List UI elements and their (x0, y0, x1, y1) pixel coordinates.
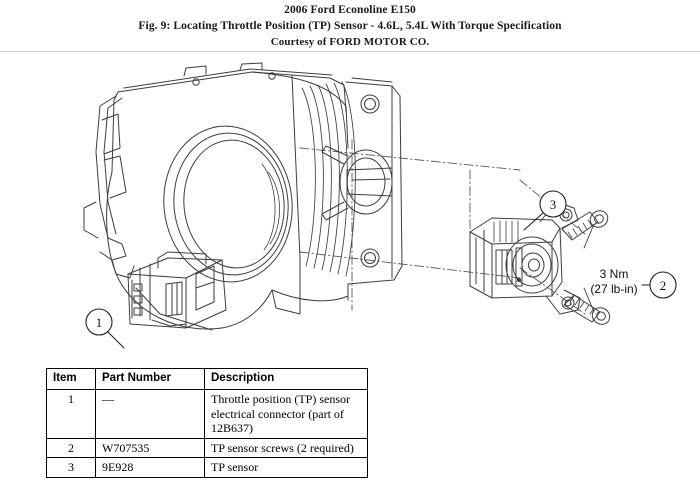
cell-item: 3 (46, 457, 96, 478)
table-row: 3 9E928 TP sensor (46, 457, 368, 478)
table-header-row: Item Part Number Description (46, 368, 368, 390)
callout-3-label: 3 (550, 197, 557, 212)
column-header-part-number: Part Number (95, 368, 205, 390)
cable-bracket (83, 95, 135, 279)
parts-legend-table: Item Part Number Description 1 — Throttl… (46, 368, 368, 478)
cell-part-number: 9E928 (95, 457, 205, 478)
column-header-description: Description (204, 368, 368, 390)
figure-caption: Fig. 9: Locating Throttle Position (TP) … (138, 20, 562, 32)
tp-sensor-screws (561, 210, 611, 325)
figure-header: 2006 Ford Econoline E150 Fig. 9: Locatin… (0, 0, 700, 50)
cell-part-number: — (95, 389, 205, 439)
column-header-item: Item (46, 368, 96, 390)
flange-boss (360, 94, 380, 114)
torque-metric: 3 Nm (599, 267, 629, 281)
alignment-axis (299, 139, 586, 315)
throttle-body-diagram: 1 3 2 N0014674 3 Nm (27 lb-in) (0, 52, 700, 393)
callout-1-circle (85, 308, 113, 336)
cell-item: 1 (46, 389, 96, 439)
cell-description: TP sensor screws (2 required) (204, 437, 368, 458)
callout-group (85, 190, 677, 349)
callout-1-label: 1 (96, 315, 103, 330)
courtesy-line: Courtesy of FORD MOTOR CO. (270, 36, 430, 48)
cell-part-number: W707535 (95, 437, 205, 458)
table-row: 1 — Throttle position (TP) sensor electr… (46, 389, 368, 439)
mounting-ear-bottom (545, 289, 581, 315)
torque-imperial: (27 lb-in) (590, 282, 638, 296)
callout-labels: 1 3 2 (96, 197, 667, 330)
screw-lower (563, 294, 611, 325)
header-divider (0, 51, 700, 52)
screw-upper (561, 210, 609, 241)
vehicle-title: 2006 Ford Econoline E150 (284, 4, 416, 16)
screw-hole (192, 78, 200, 86)
callout-3-circle (539, 190, 567, 218)
table-row: 2 W707535 TP sensor screws (2 required) (46, 437, 368, 458)
callout-3-leader (523, 212, 544, 231)
tp-sensor (469, 201, 581, 315)
tp-sensor-mounting-boss (321, 145, 393, 221)
torque-specification: 3 Nm (27 lb-in) (578, 267, 650, 297)
throttle-body-housing (83, 62, 403, 331)
cell-description: TP sensor (204, 457, 368, 478)
callout-1-leader (107, 331, 125, 349)
tp-sensor-electrical-connector (127, 251, 227, 329)
cell-description: Throttle position (TP) sensor electrical… (204, 389, 368, 439)
barrel-ribs (301, 81, 356, 277)
cell-item: 2 (46, 437, 96, 458)
technical-illustration: 1 3 2 (83, 62, 677, 349)
callout-2-label: 2 (660, 278, 667, 293)
